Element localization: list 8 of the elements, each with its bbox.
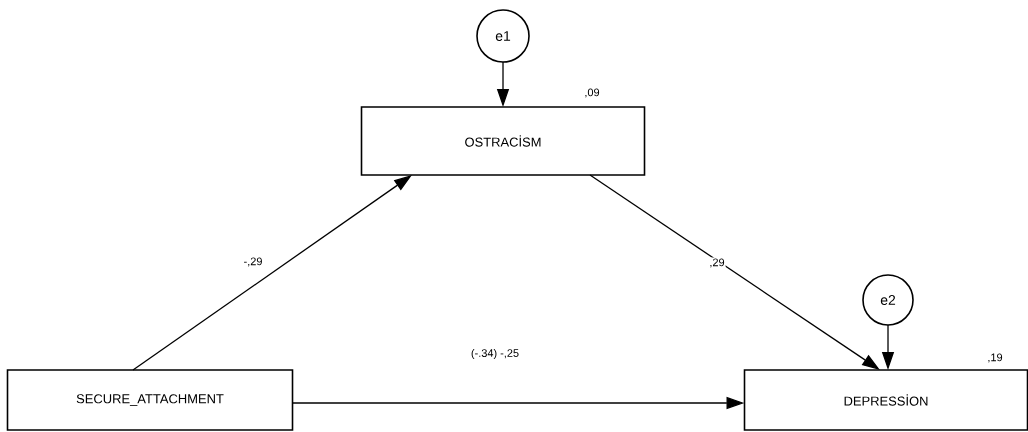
edge-label: ,29	[708, 257, 726, 269]
r-squared-label: ,19	[988, 353, 1003, 363]
edge-label: (-.34) -,25	[469, 347, 521, 361]
edge-label: -,29	[242, 256, 264, 268]
variable-box: OSTRACİSM	[360, 106, 646, 176]
r-squared-label: ,09	[585, 88, 600, 98]
variable-box: DEPRESSİON	[743, 369, 1028, 431]
variable-box: SECURE_ATTACHMENT	[6, 369, 294, 431]
